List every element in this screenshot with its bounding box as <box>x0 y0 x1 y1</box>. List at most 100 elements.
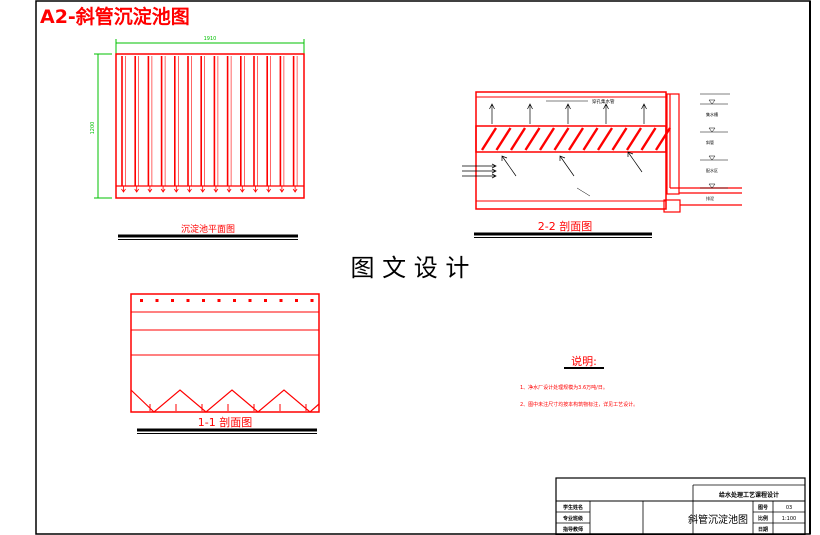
section22-view-label: 2-2 剖面图 <box>538 219 592 233</box>
notes-item-1: 1、净水厂设计处理规模为3.6万吨/日。 <box>520 384 608 391</box>
section22-inflow-arrows <box>501 151 643 197</box>
elevation-marker <box>700 99 728 105</box>
section11-sludge-pipe-marks <box>149 404 307 411</box>
plan-flow-arrow <box>253 186 258 193</box>
section11-sludge-hoppers <box>130 389 320 413</box>
orifice-mark <box>186 299 190 302</box>
title-block-field-value-2: 1:100 <box>782 516 796 522</box>
elevation-marker <box>700 127 728 133</box>
plan-flow-arrows <box>121 186 298 193</box>
notes-block: 说明: 1、净水厂设计处理规模为3.6万吨/日。 2、图中未注尺寸均按本构筑物标… <box>520 354 638 408</box>
title-block-teacher-label: 指导教师 <box>563 526 583 533</box>
inlet-arrow <box>462 173 497 179</box>
title-block-field-label-2: 比例 <box>758 515 768 522</box>
tube-hatch-line <box>524 127 541 151</box>
section22-side-label-4: 排泥 <box>706 195 714 201</box>
tube-hatch-line <box>553 127 570 151</box>
tube-hatch-line <box>582 127 599 151</box>
tube-hatch-line <box>640 127 657 151</box>
section-1-1-view: 1-1 剖面图 <box>130 293 320 434</box>
section22-inclined-tube-zone <box>475 125 667 153</box>
tube-hatch-line <box>538 127 556 151</box>
plan-tank-outline <box>115 53 305 199</box>
orifice-mark <box>279 299 283 302</box>
title-block-class-label: 专业班级 <box>563 515 583 522</box>
inlet-arrow <box>462 168 497 174</box>
title-block-student-label: 学生姓名 <box>563 504 583 511</box>
plan-flow-arrow <box>200 186 206 193</box>
orifice-mark <box>155 299 159 302</box>
plan-flow-arrow <box>279 186 285 193</box>
upflow-arrow <box>603 103 609 124</box>
title-block-project: 给水处理工艺课程设计 <box>719 491 779 499</box>
tube-hatch-line <box>480 127 498 151</box>
plan-view-label: 沉淀池平面图 <box>181 223 235 235</box>
section22-callout-text: 穿孔集水管 <box>592 98 615 105</box>
plan-flow-arrow <box>173 186 179 193</box>
title-block-field-value-1: 03 <box>786 505 792 511</box>
orifice-mark <box>217 299 221 302</box>
plan-dim-left-text: 1200 <box>90 122 96 135</box>
section22-elevation-markers <box>700 99 728 189</box>
orifice-mark <box>264 299 267 302</box>
inlet-arrow <box>462 163 497 169</box>
section22-inlet-arrows <box>462 163 497 179</box>
plan-flow-arrow <box>147 186 153 193</box>
orifice-mark <box>171 299 174 302</box>
section22-side-label-2: 斜管 <box>706 139 714 145</box>
section11-orifice-marks <box>140 299 314 302</box>
upflow-arrow <box>489 103 495 124</box>
title-block-field-label-1: 图号 <box>758 504 768 511</box>
plan-flow-arrow <box>121 186 126 193</box>
plan-flow-arrow <box>160 186 166 193</box>
section11-view-label: 1-1 剖面图 <box>198 415 252 429</box>
plan-flow-arrow <box>134 186 140 193</box>
tube-hatch-line <box>654 127 672 151</box>
section22-tank-outline <box>475 91 667 210</box>
inflow-arrow <box>501 155 517 177</box>
tube-hatch-line <box>611 127 628 151</box>
upflow-arrow <box>641 103 647 124</box>
inflow-arrow <box>627 151 643 173</box>
notes-heading: 说明: <box>571 354 597 368</box>
orifice-mark <box>140 299 143 302</box>
plan-flow-arrow <box>187 186 192 193</box>
orifice-mark <box>248 299 252 302</box>
title-block-field-label-3: 日期 <box>758 526 768 533</box>
orifice-mark <box>233 299 236 302</box>
title-block-drawing-name: 斜管沉淀池图 <box>688 513 748 526</box>
section11-tank-outline <box>130 293 320 413</box>
elevation-marker <box>700 183 728 189</box>
orifice-mark <box>310 299 314 302</box>
tube-hatch-line <box>625 127 643 151</box>
section22-sludge-hopper <box>663 199 681 213</box>
inflow-arrow <box>559 155 575 177</box>
title-block-frame <box>555 477 806 535</box>
section22-outlet-trough <box>666 93 680 195</box>
sheet-title: A2-斜管沉淀池图 <box>40 5 190 28</box>
plan-dim-top-text: 1910 <box>204 36 217 42</box>
plan-flow-arrow <box>266 186 272 193</box>
elevation-marker <box>700 155 728 161</box>
tube-hatch-line <box>596 127 614 151</box>
section22-side-label-3: 配水区 <box>706 167 718 173</box>
watermark-text: 图 文 设 计 <box>351 254 470 282</box>
plan-flow-arrow <box>226 186 232 193</box>
tube-hatch-line <box>509 127 527 151</box>
section22-inclined-tube-hatch <box>480 127 672 151</box>
notes-item-2: 2、图中未注尺寸均按本构筑物标注，详见工艺设计。 <box>520 401 638 408</box>
tube-hatch-line <box>567 127 585 151</box>
orifice-mark <box>295 299 298 302</box>
plan-flow-arrow <box>239 186 245 193</box>
section22-upflow-arrows <box>489 103 647 124</box>
plan-flow-arrow <box>292 186 298 193</box>
plan-flow-arrow <box>213 186 219 193</box>
section22-side-label-1: 集水槽 <box>706 111 718 117</box>
upflow-arrow <box>527 103 533 124</box>
plan-collecting-troughs <box>121 56 298 186</box>
tube-hatch-line <box>495 127 512 151</box>
plan-view: 1910 1200 沉淀池平面图 <box>90 36 305 240</box>
orifice-mark <box>202 299 205 302</box>
title-block: 给水处理工艺课程设计 学生姓名 专业班级 指导教师 斜管沉淀池图 图号 03 比… <box>555 477 806 535</box>
